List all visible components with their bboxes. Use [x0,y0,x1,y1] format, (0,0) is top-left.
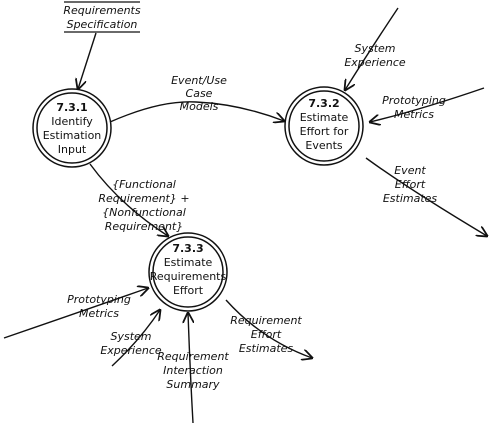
process-name-line: Events [305,139,343,152]
flow-label-line: Prototyping [67,293,131,306]
flow-label-line: Case [186,87,213,100]
flow-prototyping-metrics-top [370,87,485,122]
flow-label-functional-nonfunctional: {Functional Requirement} + {Nonfunctiona… [98,178,189,233]
process-estimate-requirements-effort: 7.3.3 Estimate Requirements Effort [148,232,228,312]
flow-label-line: Models [180,100,219,113]
flow-event-use-case-models [109,101,284,122]
process-name-line: Effort for [300,125,349,138]
flow-label-line: Event/Use [171,74,227,87]
process-id: 7.3.2 [308,97,339,110]
process-name-line: Identify [51,115,93,128]
flow-label-line: Event [394,164,426,177]
process-name-line: Estimate [300,111,349,124]
flow-label-prototyping-metrics-top: Prototyping Metrics [382,94,446,121]
flow-prototyping-metrics-bottom [3,288,148,339]
flow-event-effort-estimates [365,157,487,236]
flow-label-line: Requirement} [105,220,183,233]
flow-label-line: Experience [344,56,406,69]
flow-store-to-identify [78,32,97,89]
process-id: 7.3.3 [172,242,203,255]
flow-requirement-interaction-summary [188,313,193,423]
flow-label-system-experience-bottom: System Experience [100,330,162,357]
flow-label-system-experience-top: System Experience [344,42,406,69]
flow-label-line: Interaction [163,364,223,377]
flow-requirement-effort-estimates [225,299,312,358]
process-name-line: Requirements [150,270,227,283]
process-identify-estimation-input: 7.3.1 Identify Estimation Input [32,88,112,168]
flow-label-line: Requirement} + [98,192,189,205]
flow-label-line: Estimates [383,192,438,205]
flow-label-requirement-effort-estimates: Requirement Effort Estimates [230,314,302,355]
flow-label-line: System [354,42,395,55]
flow-label-prototyping-metrics-bottom: Prototyping Metrics [67,293,131,320]
process-name-line: Input [58,143,87,156]
process-name-line: Estimate [164,256,213,269]
store-label-line1: Requirements [63,4,140,17]
flow-label-line: Prototyping [382,94,446,107]
flow-label-line: Summary [166,378,220,391]
flow-system-experience-top [345,7,399,90]
data-store-requirements-specification: Requirements Specification [63,1,141,33]
flow-label-requirement-interaction-summary: Requirement Interaction Summary [157,350,229,391]
flow-label-line: {Nonfunctional [102,206,186,219]
flow-label-line: Experience [100,344,162,357]
flow-label-line: {Functional [112,178,176,191]
flow-label-line: Requirement [157,350,229,363]
flow-system-experience-bottom [111,310,160,367]
flow-label-line: Requirement [230,314,302,327]
flow-label-line: Metrics [79,307,119,320]
flow-label-line: Metrics [394,108,434,121]
process-name-line: Estimation [43,129,102,142]
flow-label-event-effort-estimates: Event Effort Estimates [383,164,438,205]
process-name-line: Effort [173,284,204,297]
flow-label-line: Estimates [239,342,294,355]
flow-label-line: System [110,330,151,343]
flow-label-line: Effort [251,328,282,341]
flow-label-line: Effort [395,178,426,191]
flow-label-event-use-case-models: Event/Use Case Models [171,74,227,113]
process-id: 7.3.1 [56,101,87,114]
process-estimate-effort-for-events: 7.3.2 Estimate Effort for Events [284,86,364,166]
store-label-line2: Specification [67,18,138,31]
flow-functional-nonfunctional [89,163,168,236]
